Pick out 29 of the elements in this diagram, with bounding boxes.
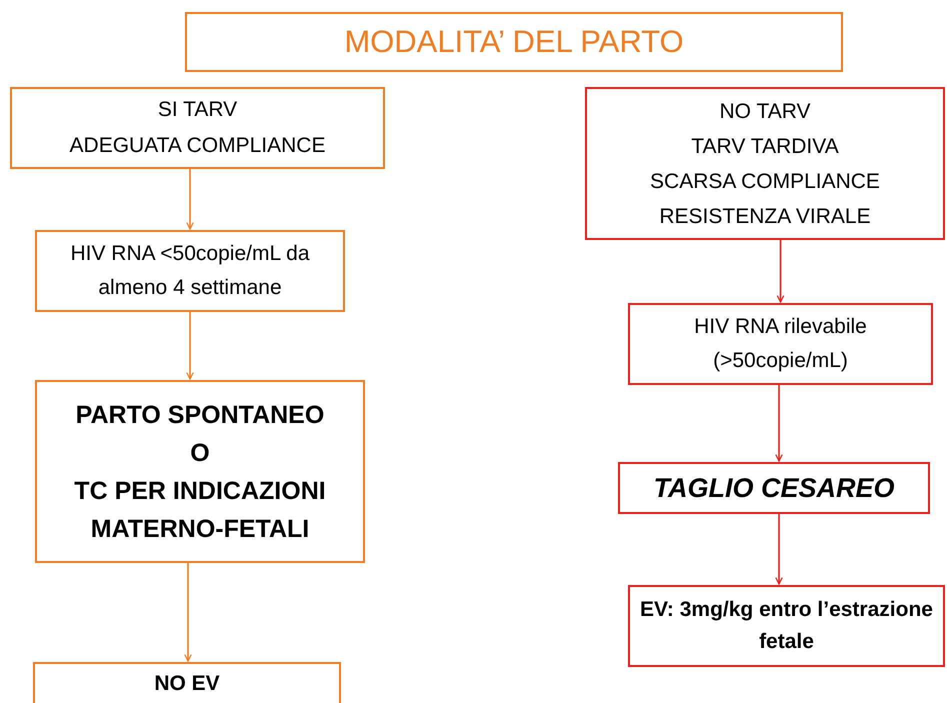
box-text: RESISTENZA VIRALE: [659, 204, 871, 230]
process-box: [35, 380, 365, 563]
box-text: O: [190, 438, 210, 468]
arrow: [775, 514, 783, 585]
box-text: TC PER INDICAZIONI MATERNO-FETALI: [73, 476, 327, 544]
process-box: [585, 87, 945, 240]
box-text: HIV RNA rilevabile (>50copie/mL): [693, 314, 868, 374]
process-box: [10, 87, 385, 169]
arrow: [776, 240, 784, 303]
box-text: PARTO SPONTANEO: [76, 400, 324, 430]
box-text: TARV TARDIVA: [691, 134, 839, 160]
process-box: [628, 303, 933, 385]
box-text: NO TARV: [719, 98, 811, 124]
arrow: [186, 169, 194, 230]
box-text: NO EV: [154, 670, 220, 696]
box-text: HIV RNA <50copie/mL da almeno 4 settimane: [69, 241, 311, 301]
arrow: [184, 563, 192, 662]
arrow: [775, 385, 783, 462]
title-box: MODALITA’ DEL PARTO: [185, 12, 843, 72]
box-text: SCARSA COMPLIANCE: [650, 168, 880, 194]
box-text: EV: 3mg/kg entro l’estrazione fetale: [639, 597, 934, 655]
box-text: ADEGUATA COMPLIANCE: [70, 133, 326, 159]
process-box: [618, 462, 930, 514]
process-box: [628, 585, 945, 667]
box-text: TAGLIO CESAREO: [653, 472, 894, 505]
box-text: SI TARV: [158, 97, 238, 123]
process-box: [35, 230, 345, 312]
arrow: [186, 312, 194, 380]
process-box: [33, 662, 341, 703]
